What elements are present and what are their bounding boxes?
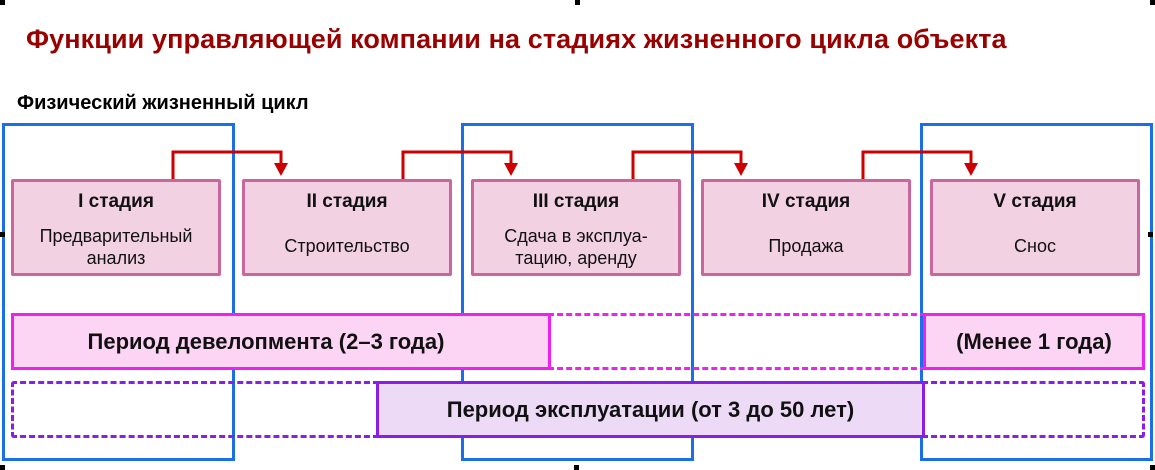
stage-description: Продажа bbox=[768, 236, 844, 256]
stage-box-1: I стадия Предварительный анализ bbox=[11, 179, 221, 276]
frame-stage-3 bbox=[461, 123, 694, 461]
arrowhead-icon bbox=[274, 163, 288, 176]
development-period-label: Период девелопмента (2–3 года) bbox=[87, 328, 445, 354]
frame-stage-1 bbox=[2, 123, 235, 461]
stage-box-2: II стадия Строительство bbox=[242, 179, 452, 276]
selection-handle bbox=[0, 232, 5, 237]
stage-box-3: III стадия Сдача в эксплуа-тацию, аренду bbox=[471, 179, 681, 276]
exploitation-period-label: Период эксплуатации (от 3 до 50 лет) bbox=[446, 396, 855, 422]
selection-handle bbox=[574, 465, 579, 470]
selection-handle bbox=[1150, 465, 1155, 470]
demolition-period-label: (Менее 1 года) bbox=[956, 328, 1112, 354]
stage-description: Предварительный анализ bbox=[39, 226, 193, 268]
exploitation-period-gap-left bbox=[11, 381, 379, 438]
stage-name: I стадия bbox=[78, 191, 154, 212]
diagram-title: Функции управляющей компании на стадиях … bbox=[26, 24, 1007, 54]
stage-name: IV стадия bbox=[761, 191, 851, 212]
arrowhead-icon bbox=[734, 163, 748, 176]
selection-handle bbox=[0, 0, 5, 5]
selection-handle bbox=[1148, 232, 1153, 237]
stage-name: II стадия bbox=[306, 191, 388, 212]
selection-handle bbox=[0, 465, 5, 470]
stage-description: Строительство bbox=[284, 236, 410, 256]
selection-handle bbox=[575, 0, 580, 5]
stage-description: Снос bbox=[1014, 236, 1056, 256]
development-period-gap bbox=[548, 313, 926, 370]
section-subtitle: Физический жизненный цикл bbox=[17, 92, 309, 114]
development-period-bar: Период девелопмента (2–3 года) bbox=[11, 313, 551, 370]
selection-handle bbox=[1150, 0, 1155, 5]
stage-box-4: IV стадия Продажа bbox=[701, 179, 911, 276]
stage-box-5: V стадия Снос bbox=[930, 179, 1140, 276]
stage-name: V стадия bbox=[993, 191, 1077, 212]
stage-description: Сдача в эксплуа-тацию, аренду bbox=[504, 226, 648, 268]
demolition-period-bar: (Менее 1 года) bbox=[923, 313, 1145, 370]
exploitation-period-bar: Период эксплуатации (от 3 до 50 лет) bbox=[376, 381, 925, 438]
exploitation-period-gap-right bbox=[922, 381, 1145, 438]
stage-name: III стадия bbox=[532, 191, 620, 212]
frame-stage-5 bbox=[920, 123, 1153, 461]
